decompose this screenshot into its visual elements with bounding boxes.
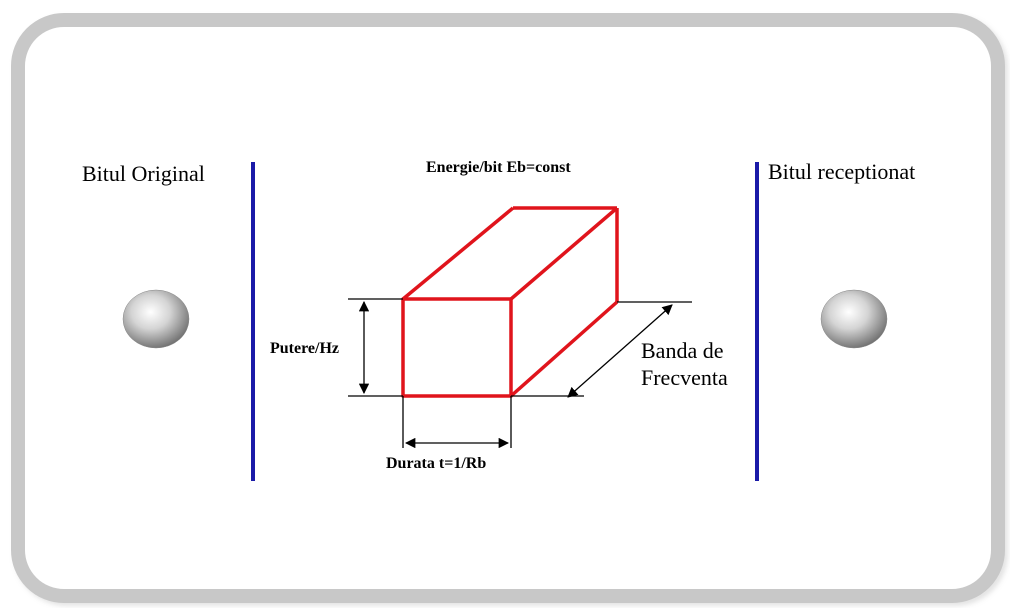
box-top-left-edge (401, 206, 515, 301)
received-bit-sphere (820, 289, 888, 349)
left-title: Bitul Original (82, 161, 205, 186)
band-label-line1: Banda de (641, 338, 723, 363)
power-label: Putere/Hz (270, 340, 339, 357)
box-front-face (401, 297, 513, 398)
frame (11, 13, 1005, 603)
duration-label: Durata t=1/Rb (386, 455, 486, 472)
right-title: Bitul receptionat (768, 159, 915, 184)
box-top-right-edge (509, 206, 619, 301)
band-label-line2: Frecventa (641, 365, 728, 390)
band-arrow (567, 304, 673, 398)
dimension-lines (348, 298, 692, 449)
energy-label: Energie/bit Eb=const (426, 159, 571, 176)
original-bit-sphere (122, 289, 190, 349)
